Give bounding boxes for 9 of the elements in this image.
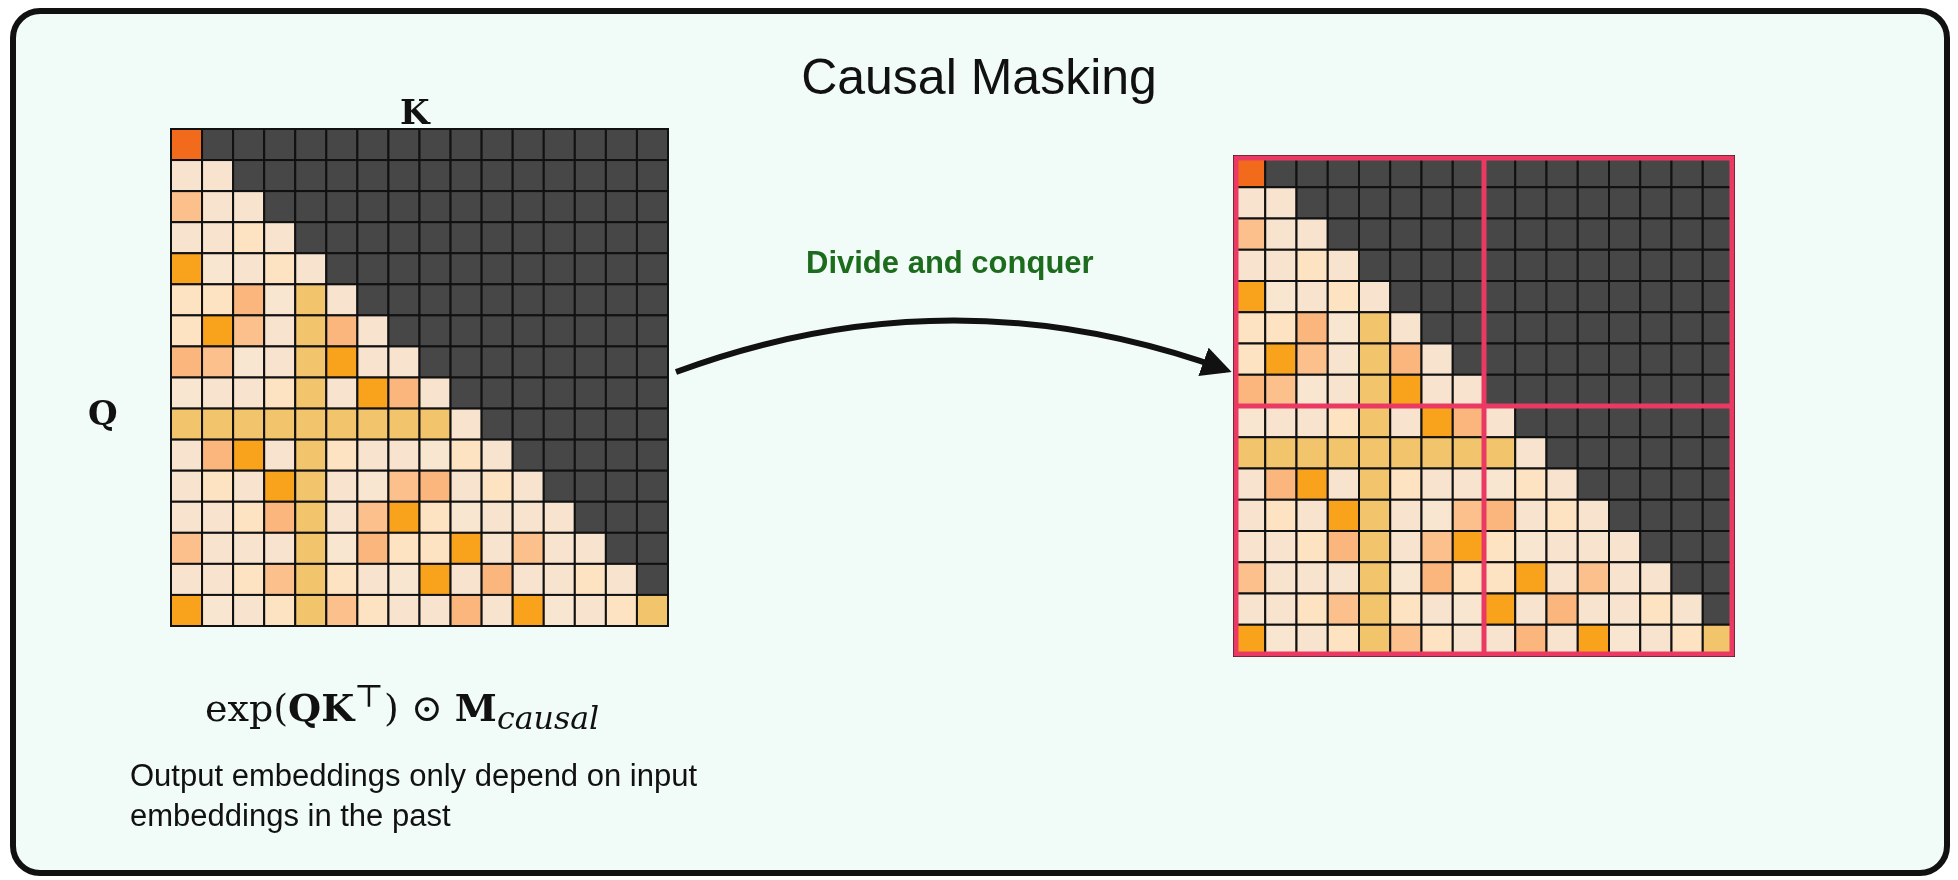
curved-arrow bbox=[675, 317, 1232, 377]
axis-label: K bbox=[400, 92, 430, 132]
caption-text: Output embeddings only depend on input embeddings in the past bbox=[130, 757, 699, 835]
title: Causal Masking bbox=[800, 48, 1158, 106]
edge-label: Divide and conquer bbox=[806, 245, 1094, 281]
attention-matrix-drawing bbox=[171, 129, 668, 626]
formula: exp(QK$^{⊤}$) ⊙ M$_{causal}$ bbox=[205, 678, 600, 737]
attention-matrix-drawing bbox=[1234, 156, 1734, 656]
axis-label: Q bbox=[88, 393, 118, 433]
